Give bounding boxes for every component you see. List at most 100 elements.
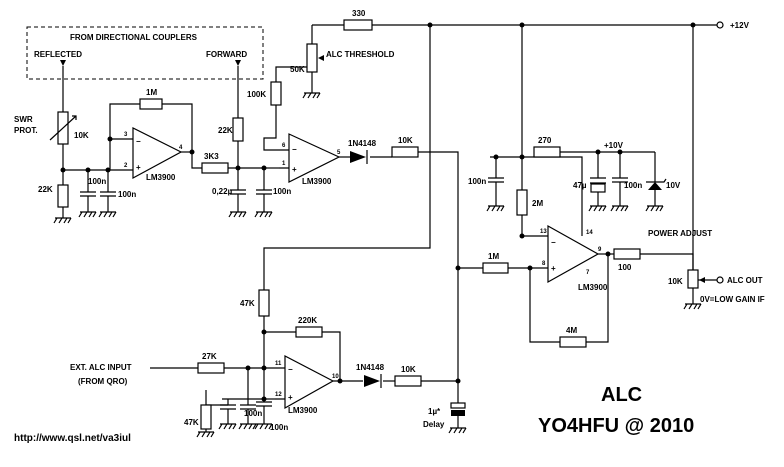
pin-10: 10 (332, 374, 339, 380)
svg-text:−: − (292, 145, 297, 154)
ext-alc-label-1: EXT. ALC INPUT (70, 363, 132, 372)
resistor-47k-b (200, 404, 212, 430)
svg-text:−: − (288, 365, 293, 374)
cap-100n-g-label: 100n (270, 423, 288, 432)
wiring (62, 24, 720, 432)
alc-threshold-label: ALC THRESHOLD (326, 50, 395, 59)
resistor-22k-b-label: 22K (218, 126, 233, 135)
low-gain-label: 0V=LOW GAIN IF (700, 295, 765, 304)
threshold-pot-label: 50K (290, 65, 305, 74)
pin-9: 9 (598, 247, 602, 253)
zener-label: 10V (666, 181, 681, 190)
threshold-pot-50k (306, 43, 318, 73)
source-url: http://www.qsl.net/va3iul (14, 433, 131, 444)
swr-pot-arrow (49, 115, 77, 141)
resistor-270-label: 270 (538, 136, 552, 145)
svg-text:−: − (551, 238, 556, 247)
cap-1u-label: 1µ* (428, 407, 441, 416)
title-callsign: YO4HFU @ 2010 (538, 415, 694, 437)
cap-022u-label: 0,22µ (212, 187, 233, 196)
diode-1n4148-a (350, 151, 366, 163)
title-alc: ALC (601, 384, 642, 406)
coupler-box (26, 26, 264, 80)
ground-symbol (218, 423, 237, 430)
svg-text:+: + (292, 165, 297, 174)
ground-symbols (53, 92, 702, 438)
alc-out-terminal (716, 276, 724, 284)
cap-47u-body (590, 183, 606, 193)
pin-11: 11 (275, 361, 282, 367)
junction-dots (60, 22, 696, 402)
pin-14: 14 (586, 230, 593, 236)
resistor-22k-b (232, 117, 244, 142)
swr-label-2: PROT. (14, 126, 38, 135)
ground-symbol (78, 211, 97, 218)
resistor-2m (516, 189, 528, 216)
svg-text:+: + (136, 163, 141, 172)
diode-a-label: 1N4148 (348, 139, 377, 148)
reflected-arrow (60, 60, 66, 66)
resistor-330 (343, 19, 373, 31)
capacitors (80, 177, 628, 424)
swr-pot-label: 10K (74, 131, 89, 140)
resistor-4m (559, 336, 587, 348)
resistor-2m-label: 2M (532, 199, 543, 208)
pin-5: 5 (337, 150, 341, 156)
power-pot-10k (687, 269, 699, 289)
svg-text:−: − (136, 137, 141, 146)
ground-symbol (228, 211, 247, 218)
cap-100n-a-label: 100n (88, 177, 106, 186)
resistor-3k3 (201, 162, 229, 174)
pin-12: 12 (275, 392, 282, 398)
resistor-270 (533, 146, 561, 158)
cap-47u-label: 47µ (573, 181, 587, 190)
pin-13: 13 (540, 229, 547, 235)
resistor-10k-a-label: 10K (398, 136, 413, 145)
resistor-100-label: 100 (618, 263, 632, 272)
ground-symbol (645, 205, 664, 212)
opamp-a-label: LM3900 (146, 173, 176, 182)
pin-6: 6 (282, 143, 286, 149)
pin-1: 1 (282, 161, 286, 167)
opamp-d: − + (275, 355, 335, 410)
resistor-100k (270, 81, 282, 106)
pin-8: 8 (542, 261, 546, 267)
resistor-47k-a-label: 47K (240, 299, 255, 308)
cap-1u-top (450, 402, 466, 409)
resistor-10k-b-label: 10K (401, 365, 416, 374)
coupler-box-title: FROM DIRECTIONAL COUPLERS (70, 33, 198, 42)
resistor-10k-b (394, 375, 422, 387)
ext-alc-label-2: (FROM QRO) (78, 377, 128, 386)
alc-out-label: ALC OUT (727, 276, 763, 285)
resistor-22k-a-label: 22K (38, 185, 53, 194)
resistor-220k-label: 220K (298, 316, 317, 325)
ground-symbol (196, 431, 215, 438)
resistor-1m-b (482, 262, 509, 274)
swr-label-1: SWR (14, 115, 33, 124)
resistor-27k-label: 27K (202, 352, 217, 361)
forward-arrow (235, 60, 241, 66)
ground-symbol (610, 205, 629, 212)
resistor-10k-a (391, 146, 419, 158)
resistor-100k-label: 100K (247, 90, 266, 99)
resistor-1m-a-label: 1M (146, 88, 157, 97)
cap-100n-f-label: 100n (244, 409, 262, 418)
cap-100n-b-label: 100n (118, 190, 136, 199)
opamp-b-label: LM3900 (302, 177, 332, 186)
opamp-c: − + (538, 224, 600, 284)
threshold-pot-wiper (318, 55, 324, 61)
zener-bar (646, 178, 667, 183)
resistor-22k-a (57, 184, 69, 208)
diode-1n4148-b (364, 375, 380, 387)
ground-symbol (683, 303, 702, 310)
resistor-1m-a (139, 98, 163, 110)
ground-symbol (98, 211, 117, 218)
opamp-d-label: LM3900 (288, 406, 318, 415)
ground-symbol (588, 205, 607, 212)
resistor-100 (613, 248, 641, 260)
opamp-b: − + (279, 133, 341, 183)
resistor-1m-b-label: 1M (488, 252, 499, 261)
opamp-a: − + (121, 127, 183, 180)
